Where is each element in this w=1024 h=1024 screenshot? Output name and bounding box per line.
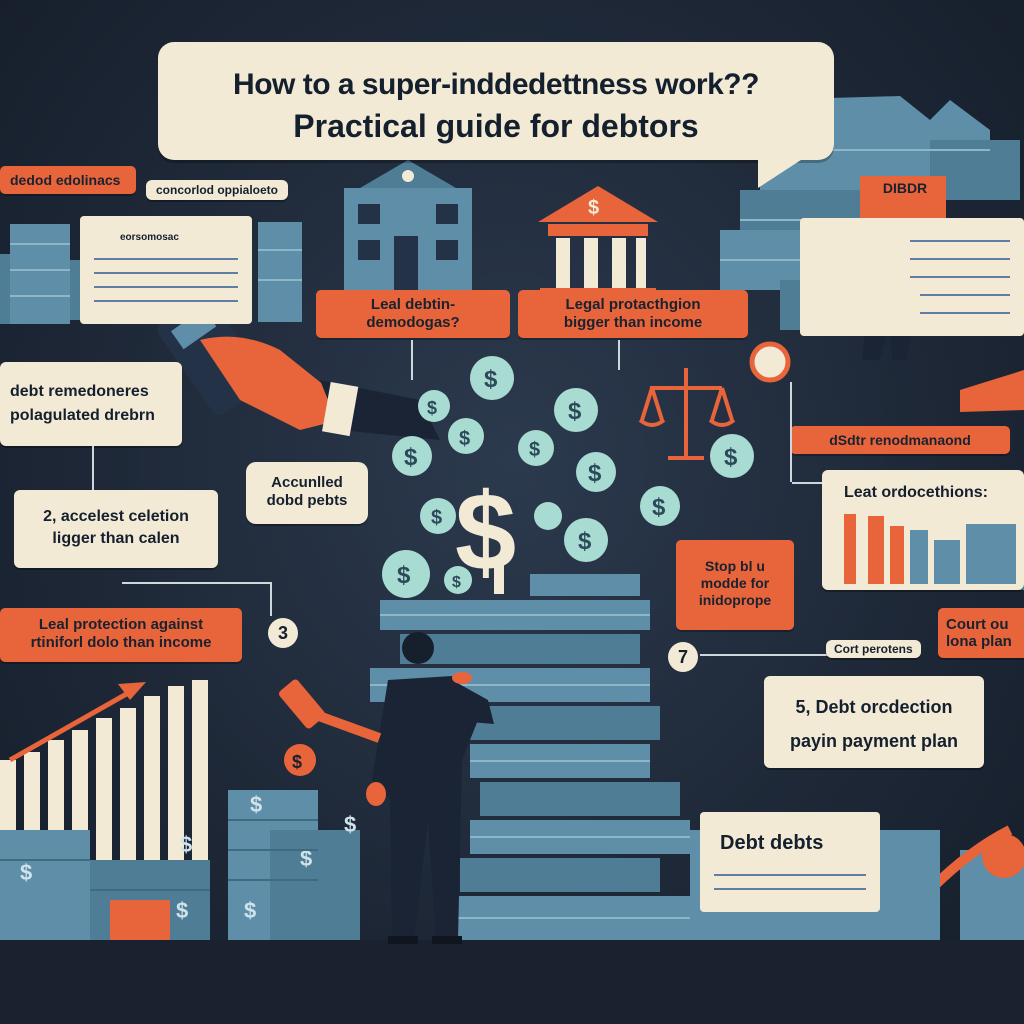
right-chart-card: Leat ordocethions: xyxy=(822,470,1024,590)
svg-text:$: $ xyxy=(300,846,312,871)
bank-tag: Leal debtin- demodogas? xyxy=(316,290,510,338)
court-small-label: Cort perotens xyxy=(826,640,921,658)
svg-text:$: $ xyxy=(588,460,602,487)
scales-icon xyxy=(638,368,736,460)
step-7-marker: 7 xyxy=(668,642,698,672)
step-3-marker: 3 xyxy=(268,618,298,648)
stop-tag: Stop bl u modde for inidoprope xyxy=(676,540,794,630)
connector xyxy=(700,654,830,656)
svg-text:$: $ xyxy=(20,860,32,885)
svg-text:$: $ xyxy=(652,494,666,521)
svg-text:$: $ xyxy=(292,752,302,772)
right-recommendation-tag: dSdtr renodmanaond xyxy=(790,426,1010,454)
calculator-icon xyxy=(157,294,440,440)
page-title: How to a super-inddedettness work?? xyxy=(233,68,759,101)
step-5-card: 5, Debt orcdection payin payment plan xyxy=(764,676,984,768)
connector xyxy=(792,482,822,484)
svg-text:$: $ xyxy=(250,792,262,817)
document-top-right xyxy=(800,218,1024,336)
svg-text:$: $ xyxy=(578,528,592,555)
step-2-card: 2, accelest celetion ligger than calen xyxy=(14,490,218,568)
svg-text:$: $ xyxy=(244,898,256,923)
legal-protection-tag: Legal protacthgion bigger than income xyxy=(518,290,748,338)
svg-text:$: $ xyxy=(452,574,461,591)
courthouse-icon: $ xyxy=(538,186,658,296)
svg-text:$: $ xyxy=(431,507,442,529)
top-left-caption: concorlod oppialoeto xyxy=(146,180,288,200)
top-right-sign: DIBDR xyxy=(882,180,928,196)
debt-debts-document: Debt debts xyxy=(700,812,880,912)
page-subtitle: Practical guide for debtors xyxy=(293,108,699,144)
title-bubble: How to a super-inddedettness work?? Prac… xyxy=(158,42,834,188)
svg-text:$: $ xyxy=(176,898,188,923)
person-icon xyxy=(366,632,494,944)
connector xyxy=(92,446,94,494)
accumulated-debts-bubble: Accunlled dobd pebts xyxy=(246,462,368,524)
dollar-coin-icon: $ $ $ $ $ $ $ $ $ $ $ $ $ xyxy=(382,356,754,598)
svg-text:$: $ xyxy=(568,398,582,425)
svg-text:$: $ xyxy=(724,444,738,471)
svg-text:$: $ xyxy=(397,562,411,589)
svg-text:$: $ xyxy=(404,444,418,471)
gavel-icon: $ xyxy=(279,679,382,776)
connector xyxy=(122,582,270,584)
svg-text:$: $ xyxy=(529,439,540,461)
bank-icon xyxy=(344,160,472,294)
debt-remedies-card: debt remedoneres polagulated drebrn xyxy=(0,362,182,446)
legal-protection-bottom-tag: Leal protection against rtiniforl dolo t… xyxy=(0,608,242,662)
connector xyxy=(270,582,272,616)
svg-text:$: $ xyxy=(459,428,470,450)
connector xyxy=(411,340,413,380)
svg-text:$: $ xyxy=(344,812,356,837)
svg-text:$: $ xyxy=(180,832,192,857)
svg-text:$: $ xyxy=(588,197,599,219)
money-stack-icon: $ $ $ $ $ $ $ xyxy=(0,790,360,940)
document-title: eorsomosac xyxy=(120,232,179,243)
connector xyxy=(618,340,620,370)
right-chart-title: Leat ordocethions: xyxy=(844,484,989,501)
connector xyxy=(790,382,792,482)
svg-text:$: $ xyxy=(484,366,498,393)
money-stack-icon xyxy=(0,222,302,324)
svg-text:$: $ xyxy=(427,398,437,418)
document-top-left: eorsomosac xyxy=(80,216,252,324)
debt-debts-label: Debt debts xyxy=(720,832,824,854)
top-left-tag: dedod edolinacs xyxy=(0,166,137,194)
court-plan-tag: Court ou lona plan xyxy=(938,608,1024,658)
